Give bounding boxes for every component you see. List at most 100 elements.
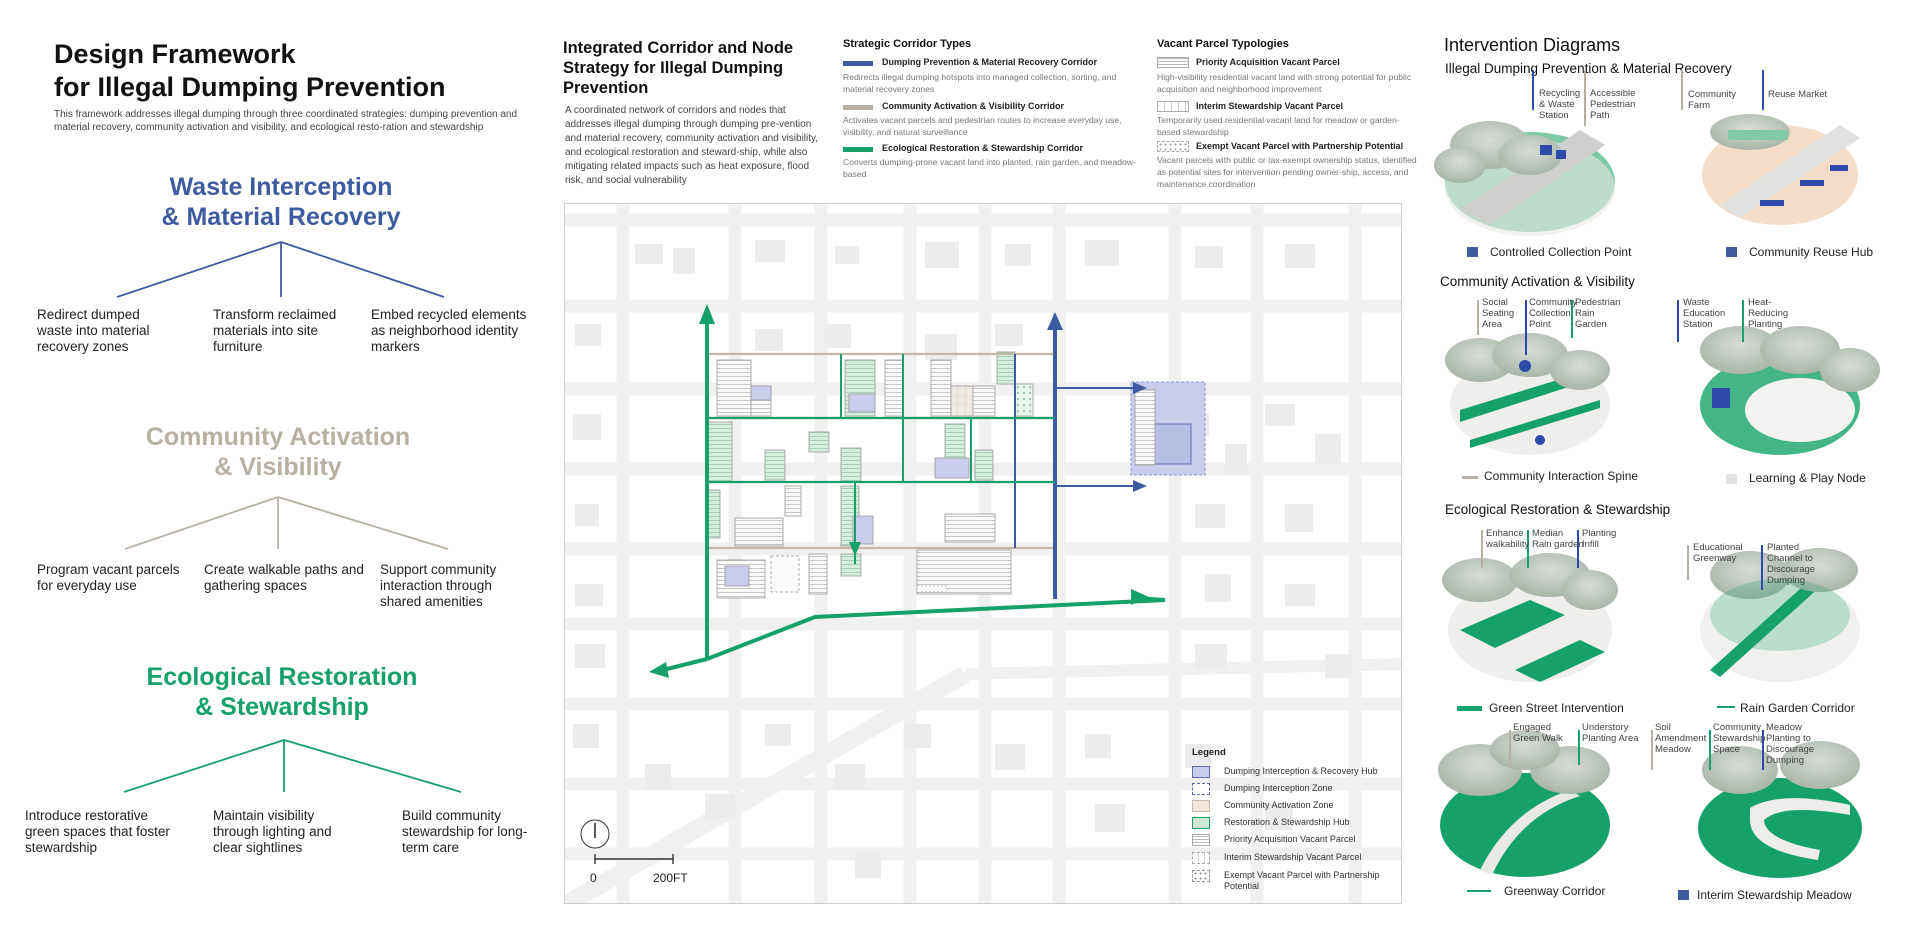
legend-swatch-hub — [1192, 766, 1210, 778]
map-drawing — [565, 204, 1401, 903]
strategy-title-line2: & Visibility — [214, 453, 342, 481]
green-arrow-south — [849, 542, 861, 556]
framework-title-line1: Design Framework — [54, 39, 296, 69]
caption-swatch-blue — [1678, 890, 1689, 900]
callout-lines — [1477, 70, 1764, 770]
green-arrow-north — [699, 304, 715, 324]
legend-label: Restoration & Stewardship Hub — [1224, 817, 1350, 827]
diagram-caption: Controlled Collection Point — [1490, 245, 1632, 259]
legend-label: Interim Stewardship Vacant Parcel — [1224, 852, 1362, 862]
diagram-caption: Learning & Play Node — [1749, 471, 1866, 485]
caption-swatch-gray — [1726, 474, 1737, 484]
diagram-caption: Community Reuse Hub — [1749, 245, 1874, 259]
corridor-description: A coordinated network of corridors and n… — [565, 105, 819, 186]
corridor-type-desc: Converts dumping-prone vacant land into … — [843, 157, 1136, 179]
strategy-title-waste: Waste Interception & Material Recovery — [131, 172, 431, 232]
framework-title: Design Framework for Illegal Dumping Pre… — [54, 38, 534, 104]
corridor-map — [564, 203, 1402, 904]
parcel-swatch-priority — [1157, 57, 1189, 68]
branch-text: Create walkable paths and gathering spac… — [204, 562, 364, 593]
corridor-title: Integrated Corridor and Node Strategy fo… — [563, 39, 794, 97]
blue-arrow-east — [1133, 480, 1147, 492]
priority-parcel — [1134, 389, 1156, 466]
green-arrow-southwest — [649, 662, 669, 678]
strategy-title-line1: Ecological Restoration — [146, 663, 418, 691]
diagrams-heading: Intervention Diagrams — [1444, 35, 1621, 55]
blue-arrow-east — [1133, 382, 1147, 394]
diagram-interim-stewardship-meadow — [1698, 741, 1862, 878]
diagram-community-interaction-spine — [1445, 333, 1610, 455]
scale-end-label: 200FT — [653, 871, 688, 885]
diagram-section-title: Community Activation & Visibility — [1440, 274, 1635, 289]
north-arrow-icon — [580, 819, 610, 849]
diagram-green-street-intervention — [1442, 553, 1618, 682]
callout-text: Soil Amendment Meadow — [1655, 722, 1707, 755]
legend-swatch-zone — [1192, 783, 1210, 795]
legend-swatch-priority — [1192, 834, 1210, 846]
branch-text: Build community stewardship for long-ter… — [402, 808, 528, 855]
legend-label: Community Activation Zone — [1224, 800, 1334, 810]
legend-label: Priority Acquisition Vacant Parcel — [1224, 834, 1356, 844]
legend-label: Dumping Interception Zone — [1224, 783, 1333, 793]
parcel-type-title: Exempt Vacant Parcel with Partnership Po… — [1196, 141, 1404, 151]
legend-label: Dumping Interception & Recovery Hub — [1224, 766, 1378, 776]
callout-text: Meadow Planting to Discourage Dumping — [1766, 722, 1815, 766]
building-footprints — [573, 240, 1351, 878]
diagram-section-title: Ecological Restoration & Stewardship — [1445, 502, 1671, 517]
diagram-learning-play-node — [1700, 326, 1880, 455]
branch-text: Embed recycled elements as neighborhood … — [371, 307, 527, 354]
caption-line-green — [1457, 706, 1482, 711]
legend-swatch-exempt — [1192, 870, 1210, 882]
parcel-type-title: Priority Acquisition Vacant Parcel — [1196, 57, 1340, 67]
corridor-swatch-blue — [843, 61, 873, 66]
vacant-parcels — [707, 351, 1034, 599]
corridor-swatch-green — [843, 147, 873, 152]
ecology-tree — [123, 739, 462, 793]
strategy-title-community: Community Activation & Visibility — [128, 422, 428, 482]
diagram-community-reuse-hub — [1702, 114, 1860, 225]
callout-text: Understory Planting Area — [1582, 722, 1639, 744]
parcel-types-heading: Vacant Parcel Typologies — [1157, 38, 1289, 50]
scale-start-label: 0 — [590, 871, 597, 885]
community-tree — [124, 496, 449, 550]
diagram-greenway-corridor — [1438, 730, 1610, 877]
branch-text: Maintain visibility through lighting and… — [213, 808, 332, 855]
strategy-title-line1: Community Activation — [145, 423, 411, 451]
diagram-caption: Rain Garden Corridor — [1740, 701, 1855, 715]
callout-text: Enhance walkability — [1486, 528, 1530, 550]
callout-text: Community Stewardship Space — [1713, 722, 1766, 755]
framework-description: This framework addresses illegal dumping… — [54, 109, 518, 133]
callout-text: Engaged Green Walk — [1513, 722, 1563, 744]
corridor-type-desc: Redirects illegal dumping hotspots into … — [843, 72, 1117, 94]
strategy-tree-lines — [116, 241, 462, 793]
strategy-title-line2: & Material Recovery — [161, 203, 401, 231]
corridor-type-title: Ecological Restoration & Stewardship Cor… — [882, 143, 1084, 153]
diagram-caption: Green Street Intervention — [1489, 701, 1624, 715]
parcel-type-title: Interim Stewardship Vacant Parcel — [1196, 101, 1344, 111]
street-network — [565, 204, 1401, 903]
strategy-title-line2: & Stewardship — [195, 693, 369, 721]
corridor-type-title: Community Activation & Visibility Corrid… — [882, 101, 1065, 111]
legend-swatch-interim — [1192, 852, 1210, 864]
recovery-hub — [1150, 423, 1192, 465]
parcel-type-desc: Vacant parcels with public or tax-exempt… — [1157, 155, 1417, 189]
diagram-caption: Greenway Corridor — [1504, 884, 1606, 898]
caption-line-tan — [1462, 476, 1478, 479]
legend-label: Exempt Vacant Parcel with Partnership Po… — [1224, 870, 1380, 891]
framework-title-line2: for Illegal Dumping Prevention — [54, 72, 446, 102]
callout-text: Median Rain garden — [1532, 528, 1584, 550]
branch-text: Transform reclaimed materials into site … — [213, 307, 337, 354]
diagram-section-title: Illegal Dumping Prevention & Material Re… — [1445, 61, 1732, 76]
strategy-title-line1: Waste Interception — [169, 173, 393, 201]
callout-text: Educational Greenway — [1693, 542, 1743, 564]
callout-text: Recycling & Waste Station — [1539, 88, 1581, 121]
caption-swatch-blue — [1726, 247, 1737, 257]
parcel-type-desc: Temporarily used residential vacant land… — [1157, 115, 1400, 137]
strategy-title-ecology: Ecological Restoration & Stewardship — [132, 662, 432, 722]
callout-text: Community Collection Point — [1529, 297, 1578, 330]
callout-text: Planted Channel to Discourage Dumping — [1767, 542, 1816, 586]
callout-text: Waste Education Station — [1683, 297, 1726, 330]
parcel-swatch-exempt — [1157, 141, 1189, 152]
parcel-swatch-interim — [1157, 101, 1189, 112]
green-arrow-east — [1131, 589, 1149, 605]
